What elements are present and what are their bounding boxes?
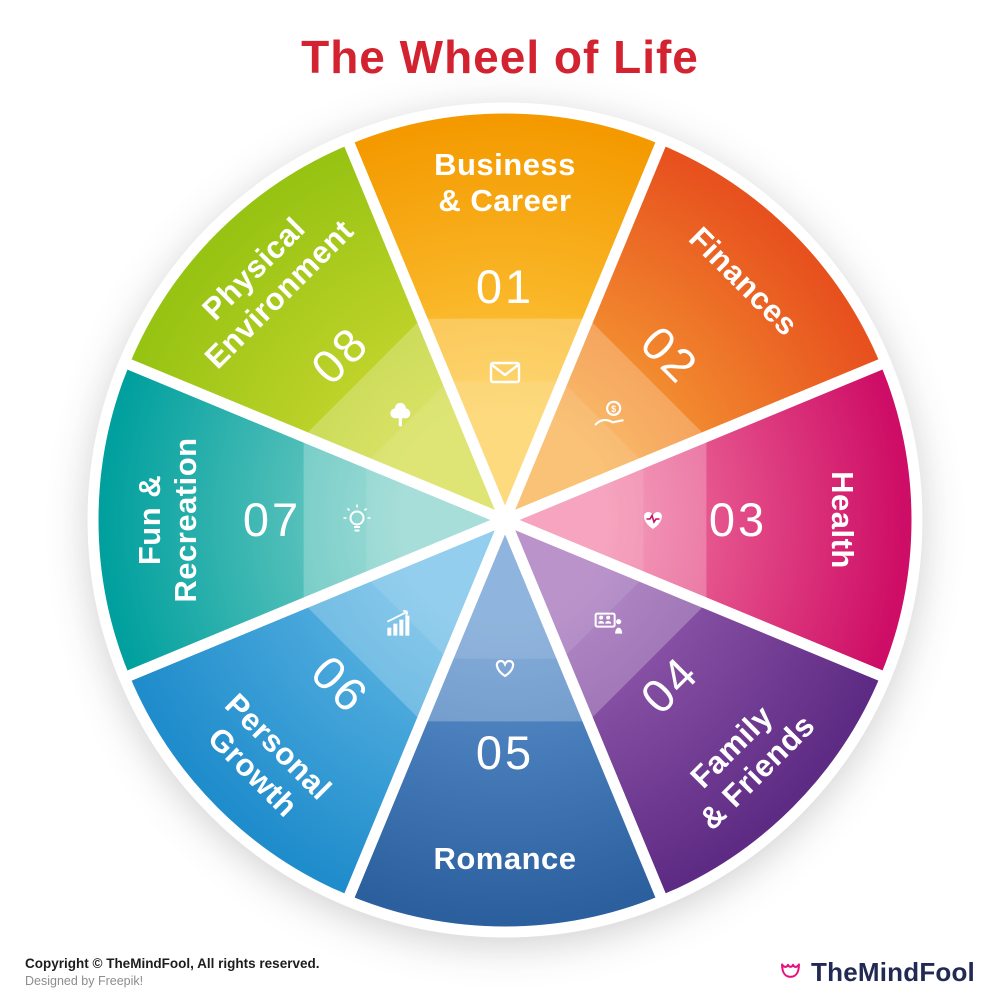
envelope-icon (489, 361, 521, 384)
segment-label: Health (825, 471, 860, 569)
svg-text:$: $ (611, 404, 616, 414)
heart-pulse-icon (644, 512, 662, 529)
growth-chart-icon (386, 609, 410, 636)
design-credit-text: Designed by Freepik! (25, 974, 144, 988)
money-hand-icon: $ (594, 400, 624, 426)
page-title: The Wheel of Life (301, 31, 699, 83)
footer: Copyright © TheMindFool, All rights rese… (25, 956, 975, 988)
segment-label: Romance (433, 841, 576, 876)
segment-health (499, 356, 923, 684)
segment-number: 03 (709, 493, 767, 546)
segment-finances (499, 133, 892, 526)
segment-personal-growth (118, 514, 511, 907)
segment-family-friends (499, 514, 892, 907)
wheel-center (496, 511, 514, 529)
segment-business-career (341, 102, 669, 526)
segment-number: 07 (243, 493, 301, 546)
lightbulb-icon (343, 504, 371, 532)
segment-label: Business& Career (434, 147, 576, 218)
segment-romance (341, 514, 669, 938)
tree-icon (390, 402, 411, 427)
family-icon (594, 612, 623, 634)
brand-name: TheMindFool (811, 956, 975, 987)
tulip-icon (777, 956, 804, 988)
footer-credits: Copyright © TheMindFool, All rights rese… (25, 956, 319, 988)
segment-fun-recreation (87, 356, 511, 684)
copyright-text: Copyright © TheMindFool, All rights rese… (25, 956, 320, 971)
brand-logo: TheMindFool (777, 956, 975, 988)
heart-icon (495, 659, 515, 678)
segment-number: 05 (476, 726, 534, 779)
segment-physical-environment (118, 133, 511, 526)
segment-label: Fun &Recreation (132, 437, 203, 602)
segment-number: 01 (476, 260, 534, 313)
